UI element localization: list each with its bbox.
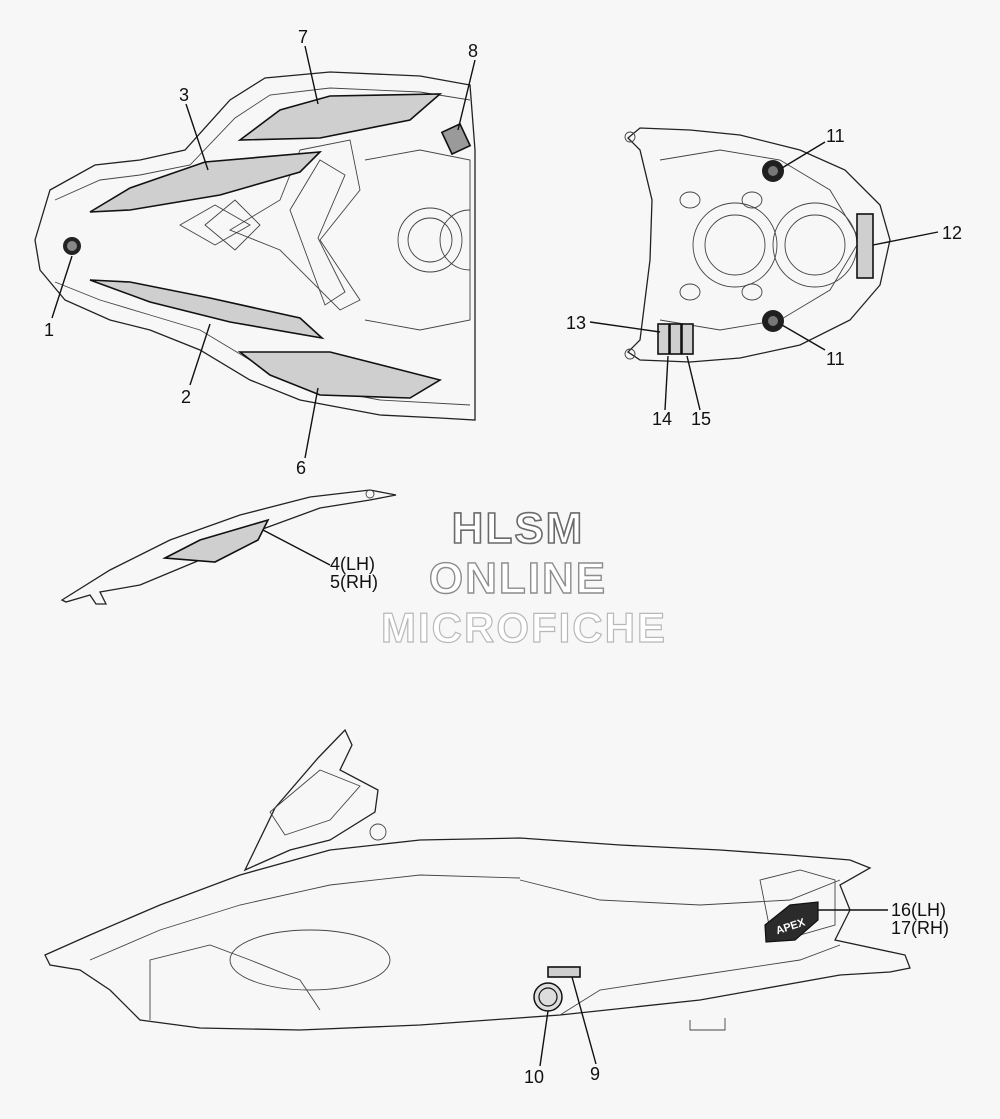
callout-13: 13 (566, 313, 586, 333)
callout-8: 8 (468, 41, 478, 61)
decal-part-13 (657, 323, 670, 355)
callout-12: 12 (942, 223, 962, 243)
callout-2: 2 (181, 387, 191, 407)
callout-4: 4(LH) (330, 554, 375, 574)
decal-part-4-5 (162, 518, 270, 563)
label-part-9 (547, 966, 581, 978)
callout-16: 16(LH) (891, 900, 946, 920)
rear-top-view (624, 127, 891, 363)
decal-part-3 (89, 151, 323, 213)
callout-7: 7 (298, 27, 308, 47)
callout-9: 9 (590, 1064, 600, 1084)
callout-labels: 7 8 3 1 2 6 11 12 11 13 14 15 4(LH) 5(RH… (44, 27, 962, 1087)
emblem-part-16-17: APEX (764, 901, 819, 943)
callout-11-upper: 11 (826, 126, 845, 146)
hood-top-view (34, 71, 476, 421)
leader-lines (51, 45, 939, 1067)
decal-part-15 (681, 323, 694, 355)
callout-11-lower: 11 (826, 349, 845, 369)
decal-part-12 (856, 213, 874, 279)
watermark-line-1: HLSM (452, 504, 585, 553)
decal-part-7 (237, 93, 443, 141)
callout-10: 10 (524, 1067, 544, 1087)
watermark: HLSM ONLINE MICROFICHE (380, 503, 667, 651)
callout-1: 1 (44, 320, 54, 340)
callout-3: 3 (179, 85, 189, 105)
callout-5: 5(RH) (330, 572, 378, 592)
sled-side-view: APEX (44, 728, 911, 1031)
cap-part-10 (533, 982, 563, 1012)
decal-part-14 (669, 323, 682, 355)
callout-14: 14 (652, 409, 672, 429)
decal-part-2 (89, 279, 325, 340)
callout-6: 6 (296, 458, 306, 478)
decal-part-8 (440, 122, 472, 156)
decal-part-6 (237, 351, 443, 399)
watermark-line-2: ONLINE (429, 554, 607, 603)
watermark-line-3: MICROFICHE (381, 604, 667, 651)
callout-17: 17(RH) (891, 918, 949, 938)
callout-15: 15 (691, 409, 711, 429)
